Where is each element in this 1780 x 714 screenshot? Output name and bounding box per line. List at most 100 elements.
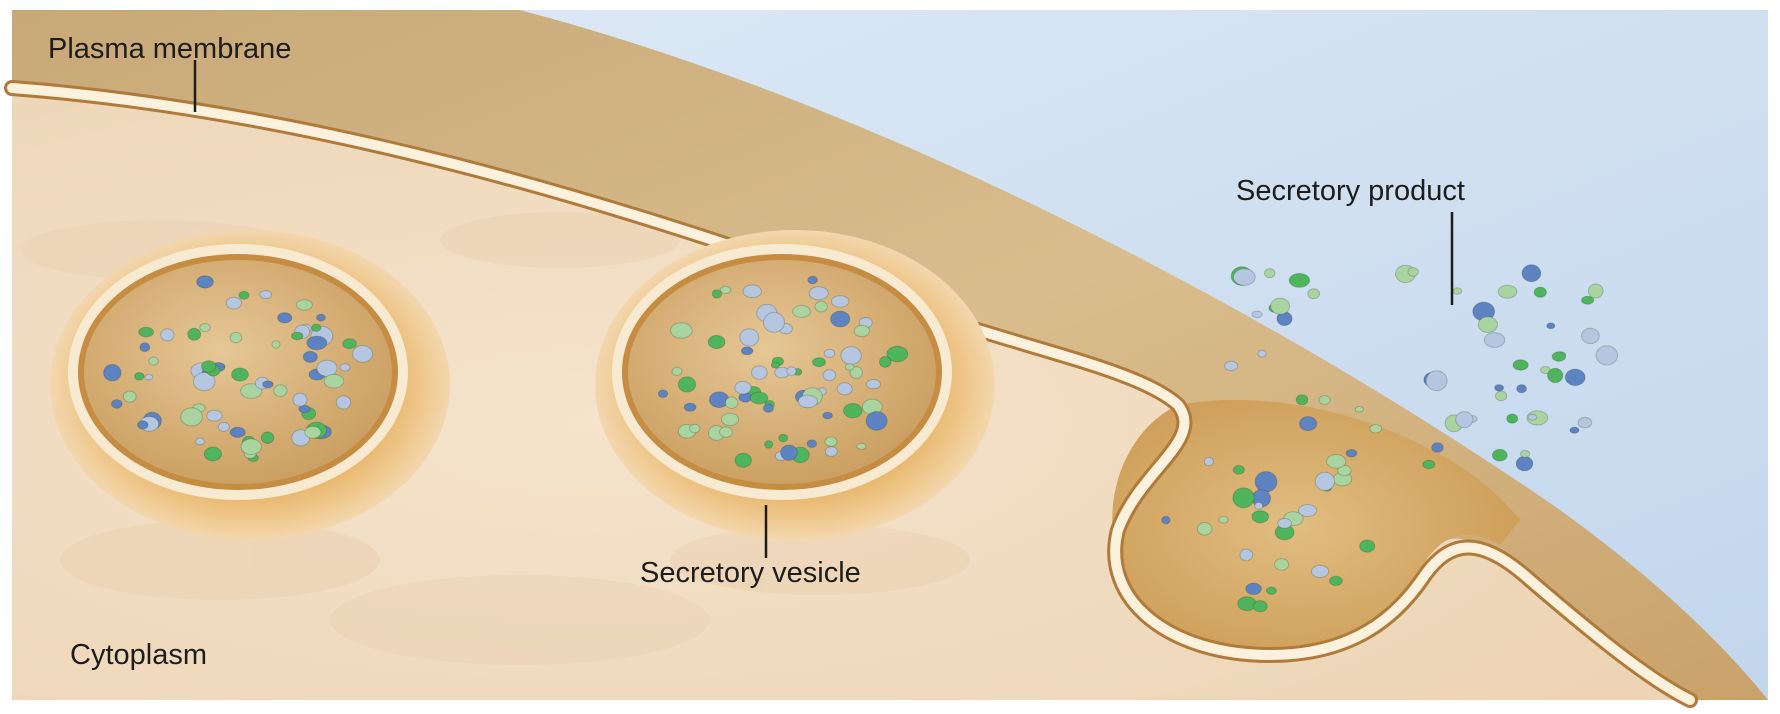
granule bbox=[1596, 346, 1617, 365]
granule bbox=[1233, 466, 1244, 475]
granule bbox=[123, 391, 136, 402]
granule bbox=[1266, 587, 1276, 594]
granule bbox=[1225, 361, 1238, 370]
granule bbox=[1240, 549, 1253, 561]
granule bbox=[1492, 449, 1507, 461]
granule bbox=[1255, 502, 1263, 509]
granule bbox=[798, 395, 817, 408]
granule bbox=[139, 327, 154, 337]
granule bbox=[272, 341, 280, 349]
granule bbox=[1258, 350, 1266, 357]
granule bbox=[854, 325, 869, 336]
granule bbox=[1197, 523, 1212, 536]
granule bbox=[263, 381, 274, 388]
granule bbox=[161, 329, 174, 341]
granule bbox=[260, 291, 272, 299]
granule bbox=[831, 296, 849, 308]
granule bbox=[1204, 457, 1213, 465]
granule bbox=[726, 397, 738, 409]
granule bbox=[831, 311, 850, 327]
granule bbox=[765, 441, 773, 449]
granule bbox=[274, 385, 287, 397]
granule bbox=[1522, 265, 1541, 282]
granule bbox=[226, 297, 241, 309]
granule bbox=[1498, 285, 1517, 298]
granule bbox=[1278, 518, 1292, 528]
granule bbox=[241, 439, 261, 455]
granule bbox=[823, 412, 833, 419]
granule bbox=[1296, 395, 1308, 405]
granule bbox=[690, 424, 700, 433]
granule bbox=[1162, 516, 1170, 524]
granule bbox=[1300, 417, 1317, 431]
granule bbox=[200, 324, 210, 332]
secretory-vesicle-label: Secretory vesicle bbox=[640, 557, 861, 589]
secretory-product-label: Secretory product bbox=[1236, 175, 1465, 207]
granule bbox=[1432, 443, 1443, 453]
granule bbox=[1547, 323, 1555, 329]
granule bbox=[1289, 274, 1309, 288]
granule bbox=[1565, 369, 1585, 385]
granule bbox=[196, 438, 205, 445]
granule bbox=[672, 367, 682, 375]
granule bbox=[317, 360, 337, 376]
granule bbox=[230, 427, 245, 437]
granule bbox=[1265, 269, 1275, 278]
granule bbox=[740, 329, 759, 346]
granule bbox=[823, 370, 836, 381]
granule bbox=[741, 347, 753, 355]
granule bbox=[1255, 472, 1277, 493]
plasma-membrane-label: Plasma membrane bbox=[48, 33, 291, 65]
granule bbox=[781, 445, 798, 460]
granule bbox=[845, 364, 854, 370]
granule bbox=[808, 276, 818, 284]
granule bbox=[1548, 368, 1563, 382]
granule bbox=[353, 346, 373, 363]
granule bbox=[202, 361, 216, 373]
granule bbox=[1513, 360, 1528, 370]
granule bbox=[1246, 583, 1262, 594]
granule bbox=[1252, 511, 1269, 523]
granule bbox=[1330, 576, 1343, 585]
granule bbox=[1453, 288, 1462, 294]
granule bbox=[138, 421, 148, 429]
granule bbox=[779, 434, 788, 442]
granule bbox=[866, 412, 887, 431]
granule bbox=[1495, 391, 1506, 401]
granule bbox=[145, 375, 153, 380]
granule bbox=[261, 432, 273, 444]
granule bbox=[1319, 396, 1330, 405]
granule bbox=[1360, 540, 1375, 552]
granule bbox=[764, 313, 785, 333]
granule bbox=[720, 427, 733, 437]
granule bbox=[140, 343, 150, 352]
granule bbox=[1275, 559, 1289, 571]
granule bbox=[721, 413, 738, 425]
granule bbox=[207, 410, 222, 421]
granule bbox=[324, 374, 344, 388]
granule bbox=[1423, 460, 1435, 468]
granule bbox=[104, 365, 121, 381]
granule bbox=[1528, 414, 1537, 420]
granule bbox=[1308, 289, 1320, 299]
granule bbox=[735, 381, 751, 394]
granule bbox=[813, 358, 826, 367]
granule bbox=[204, 447, 221, 461]
granule bbox=[841, 347, 861, 365]
granule bbox=[752, 366, 768, 380]
granule bbox=[296, 300, 312, 310]
granule bbox=[305, 426, 321, 438]
granule bbox=[317, 314, 326, 321]
granule bbox=[1312, 565, 1329, 577]
granule bbox=[1507, 414, 1518, 423]
granule bbox=[1582, 328, 1600, 343]
granule bbox=[1456, 412, 1473, 428]
granule bbox=[292, 332, 303, 340]
granule bbox=[1355, 407, 1363, 413]
granule bbox=[866, 379, 880, 388]
granule bbox=[857, 443, 866, 449]
granule bbox=[678, 377, 695, 392]
granule bbox=[735, 453, 751, 467]
